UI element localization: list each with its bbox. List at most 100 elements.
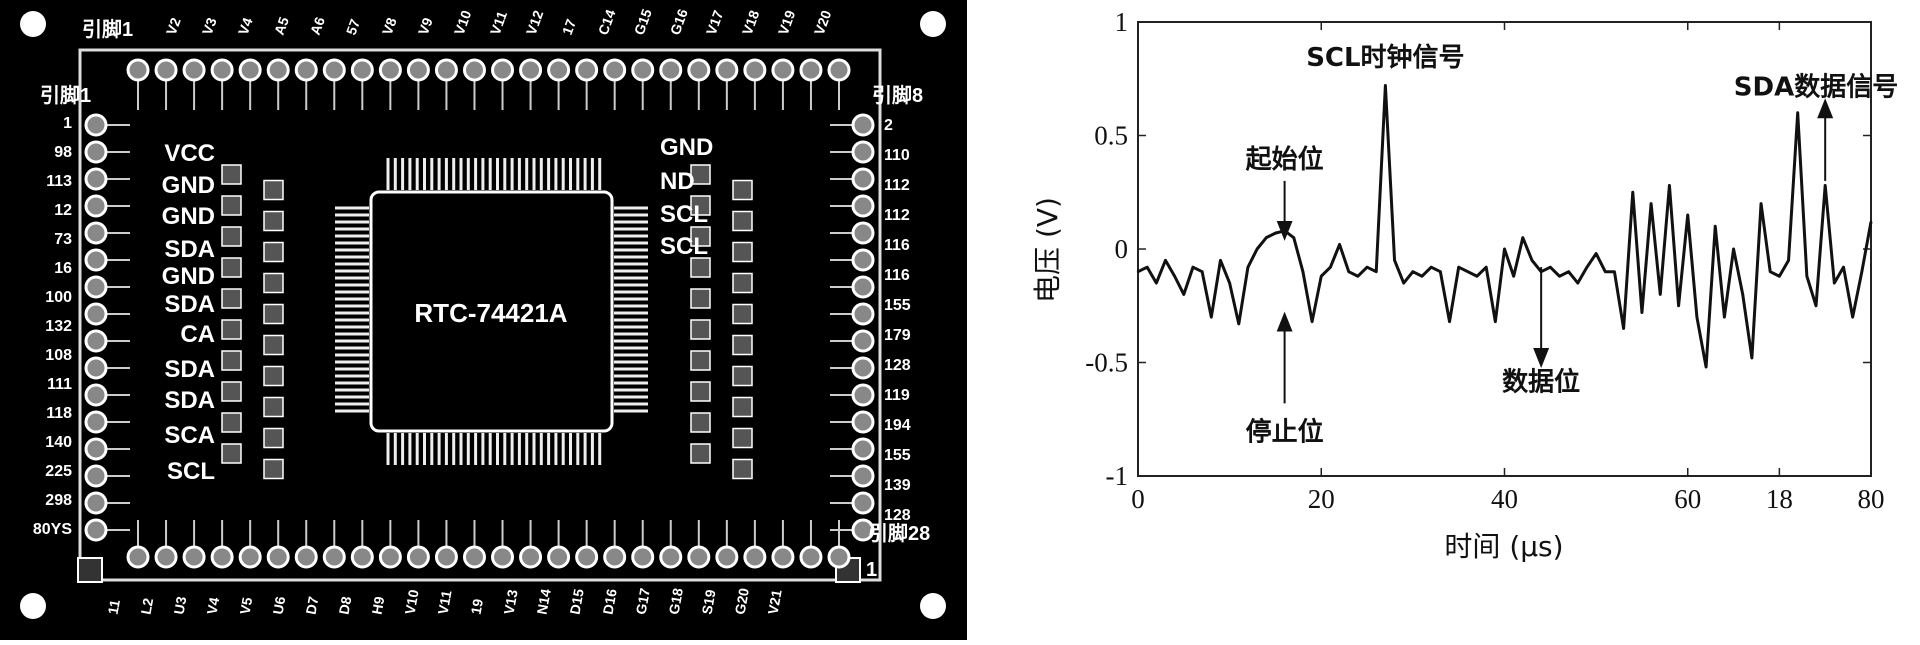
left-signal-label: CA xyxy=(180,321,215,348)
data-point xyxy=(1769,270,1772,273)
pad-left xyxy=(84,221,108,245)
data-point xyxy=(1393,259,1396,262)
component-pad xyxy=(263,427,284,449)
component-pad xyxy=(690,164,711,185)
pad-left xyxy=(84,275,108,299)
component-pad xyxy=(690,350,711,371)
y-tick-label: -1 xyxy=(1106,461,1129,491)
data-point xyxy=(1851,315,1854,319)
data-point xyxy=(1860,270,1864,273)
data-point xyxy=(1466,270,1470,273)
left-pin-number: 1 xyxy=(63,115,72,132)
top-pin-label: C14 xyxy=(595,7,619,37)
bottom-pin-label: V13 xyxy=(501,588,521,616)
top-pin-label: 17 xyxy=(559,17,579,37)
pad-top xyxy=(154,58,178,82)
right-pin-number: 128 xyxy=(884,507,911,524)
component-pad xyxy=(732,272,753,294)
pad-left xyxy=(84,437,108,461)
pad-right xyxy=(851,140,875,164)
pad-right xyxy=(851,221,875,245)
component-pad xyxy=(263,365,284,387)
pad-bottom xyxy=(378,545,402,569)
component-pad xyxy=(732,458,753,480)
top-pin-label: V8 xyxy=(379,15,400,37)
mounting-hole xyxy=(20,593,46,619)
top-pin-label: A5 xyxy=(271,15,292,37)
bottom-pin-label: S19 xyxy=(699,588,719,616)
right-signal-label: SCL xyxy=(660,233,708,260)
pad-bottom xyxy=(294,545,318,569)
top-pin-label: 57 xyxy=(343,17,363,37)
component-pad xyxy=(221,443,242,464)
mounting-hole xyxy=(20,11,46,37)
data-point xyxy=(1145,265,1149,269)
data-point xyxy=(1411,270,1415,273)
right-pin-number: 112 xyxy=(884,207,910,224)
pad-top xyxy=(238,58,262,82)
left-pin-number: 132 xyxy=(45,318,72,335)
data-point xyxy=(1759,202,1763,205)
data-point xyxy=(1439,270,1442,273)
data-point xyxy=(1521,236,1525,239)
pin-label-top-left: 引脚1 xyxy=(82,18,133,41)
pad-bottom xyxy=(715,545,739,569)
data-point xyxy=(1255,247,1259,251)
data-point xyxy=(1457,265,1460,269)
pad-left xyxy=(84,356,108,380)
left-signal-label: SDA xyxy=(164,291,215,318)
top-pin-label: A6 xyxy=(307,15,328,37)
bottom-pin-label: G17 xyxy=(633,587,653,616)
bottom-pin-label: D7 xyxy=(303,595,322,616)
board-outline xyxy=(78,48,882,582)
pad-right xyxy=(851,302,875,326)
pad-top xyxy=(715,58,739,82)
pad-left xyxy=(84,113,108,137)
pad-bottom xyxy=(519,545,543,569)
left-signal-label: SCL xyxy=(167,458,215,485)
y-tick-label: 0.5 xyxy=(1094,121,1128,151)
pad-right xyxy=(851,437,875,461)
data-point xyxy=(1613,270,1616,273)
data-point xyxy=(1338,243,1341,246)
pad-top xyxy=(406,58,430,82)
data-point xyxy=(1182,293,1186,296)
pad-bottom xyxy=(771,545,795,569)
right-pin-number: 179 xyxy=(884,327,911,344)
data-point xyxy=(1402,281,1405,285)
right-pin-number: 155 xyxy=(884,297,911,314)
right-pin-number: 116 xyxy=(884,267,910,284)
x-tick-label: 18 xyxy=(1766,484,1793,514)
data-point xyxy=(1265,236,1268,239)
component-pad xyxy=(221,288,242,309)
data-point xyxy=(1750,356,1754,360)
pad-top xyxy=(799,58,823,82)
left-signal-label: GND xyxy=(162,172,215,199)
data-point xyxy=(1155,281,1158,285)
data-point xyxy=(1649,202,1653,205)
data-point xyxy=(1558,275,1561,278)
component-pad xyxy=(263,179,284,201)
data-point xyxy=(1723,315,1726,319)
right-pin-number: 194 xyxy=(884,417,911,434)
data-point xyxy=(1714,225,1717,228)
left-pin-number: 225 xyxy=(45,463,72,480)
pad-left xyxy=(84,248,108,272)
pad-bottom xyxy=(462,545,486,569)
mounting-hole xyxy=(920,11,946,37)
component-pad xyxy=(732,427,753,449)
component-pad xyxy=(221,164,242,185)
left-signal-label: SDA xyxy=(164,236,215,263)
pad-top xyxy=(378,58,402,82)
right-pin-number: 2 xyxy=(884,117,893,134)
signal-line xyxy=(1137,84,1873,369)
pad-right xyxy=(851,329,875,353)
data-point xyxy=(1375,270,1378,273)
bottom-pin-label: 19 xyxy=(468,597,486,615)
pad-bottom xyxy=(350,545,374,569)
data-point xyxy=(1814,304,1818,307)
component-pad xyxy=(690,226,711,247)
corner-pad xyxy=(77,557,103,583)
bottom-pin-label: D8 xyxy=(336,595,355,616)
